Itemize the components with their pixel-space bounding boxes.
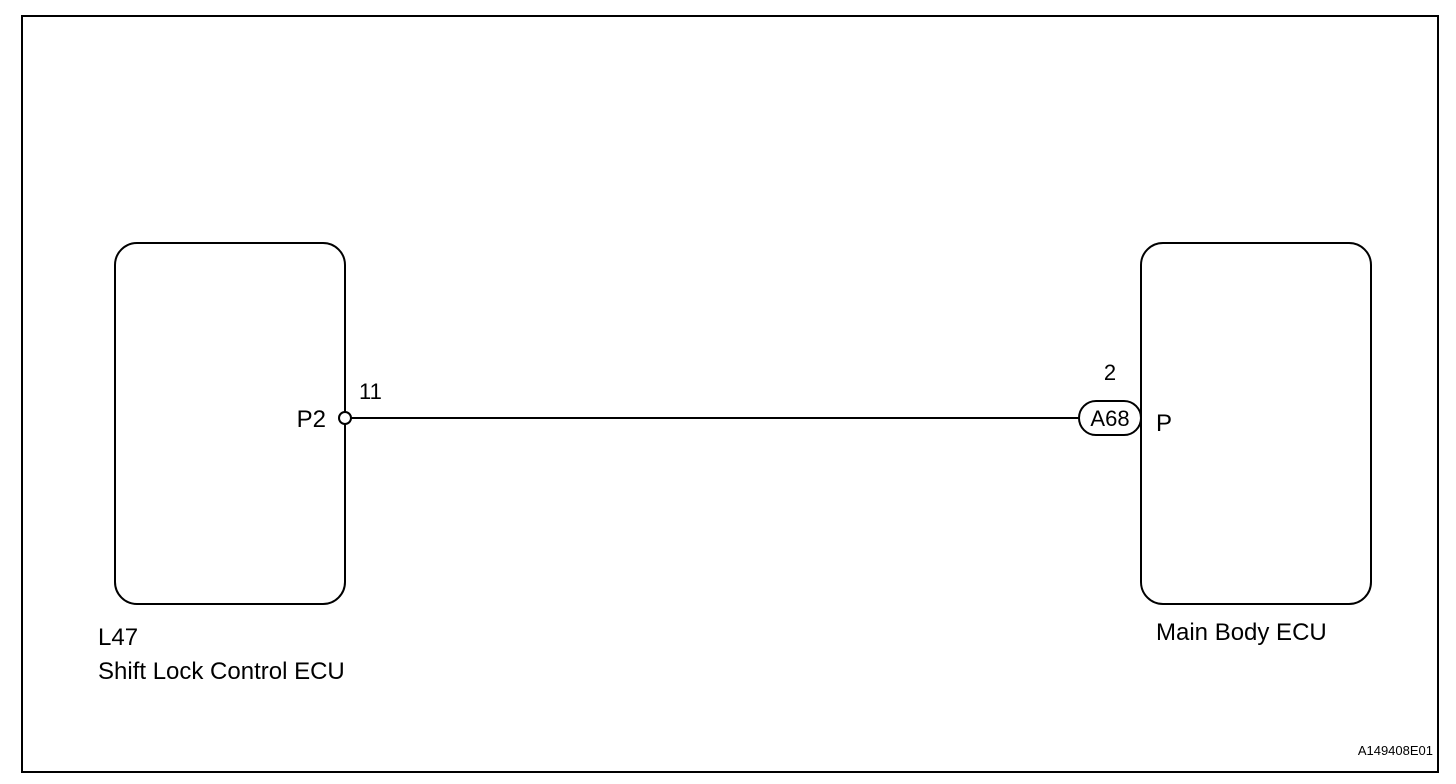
connector-a68-oval xyxy=(1078,400,1142,436)
figure-code: A149408E01 xyxy=(1358,743,1433,758)
connector-a68-label: A68 xyxy=(1090,406,1129,431)
terminal-name-p2: P2 xyxy=(297,406,326,433)
terminal-circle-p2 xyxy=(338,411,352,425)
pin-number-2: 2 xyxy=(1104,360,1116,385)
left-component-name: Shift Lock Control ECU xyxy=(98,658,345,685)
diagram-frame xyxy=(21,15,1439,773)
pin-number-11: 11 xyxy=(359,379,382,404)
left-component-code: L47 xyxy=(98,624,138,651)
terminal-name-p: P xyxy=(1156,410,1172,437)
right-component-name: Main Body ECU xyxy=(1156,619,1327,646)
main-body-ecu-box xyxy=(1140,242,1372,605)
